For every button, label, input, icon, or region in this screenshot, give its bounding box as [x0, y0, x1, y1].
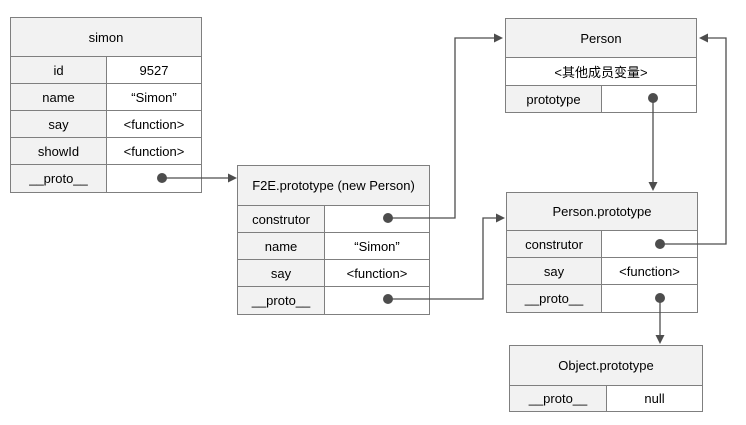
field-key-name: name: [11, 84, 107, 110]
table-person-prototype: Person.prototype construtor say <functio…: [506, 192, 698, 313]
row-member-vars: <其他成员变量>: [506, 58, 696, 86]
row-name: name “Simon”: [238, 233, 429, 260]
arrowhead-down-icon: [648, 182, 658, 191]
row-prototype: prototype: [506, 86, 696, 112]
field-value-proto-ref: [325, 287, 429, 314]
field-key-proto: __proto__: [510, 386, 607, 411]
arrowhead-right-icon: [494, 33, 503, 43]
table-simon: simon id 9527 name “Simon” say <function…: [10, 17, 202, 193]
row-construtor: construtor: [507, 231, 697, 258]
field-key-proto: __proto__: [507, 285, 602, 312]
arrowhead-down-icon: [655, 335, 665, 344]
member-vars-cell: <其他成员变量>: [506, 58, 696, 85]
field-key-proto: __proto__: [11, 165, 107, 192]
field-key-say: say: [238, 260, 325, 286]
arrowhead-right-icon: [496, 213, 505, 223]
field-key-showid: showId: [11, 138, 107, 164]
row-showid: showId <function>: [11, 138, 201, 165]
field-value-say: <function>: [107, 111, 201, 137]
field-key-prototype: prototype: [506, 86, 602, 112]
field-value-name: “Simon”: [325, 233, 429, 259]
row-proto: __proto__: [238, 287, 429, 314]
field-key-proto: __proto__: [238, 287, 325, 314]
row-say: say <function>: [11, 111, 201, 138]
row-proto: __proto__: [507, 285, 697, 312]
field-key-name: name: [238, 233, 325, 259]
row-say: say <function>: [238, 260, 429, 287]
arrowhead-right-icon: [228, 173, 237, 183]
field-key-construtor: construtor: [238, 206, 325, 232]
field-value-construtor-ref: [325, 206, 429, 232]
table-person-title: Person: [506, 19, 696, 58]
arrowhead-left-icon: [699, 33, 708, 43]
field-key-say: say: [11, 111, 107, 137]
row-name: name “Simon”: [11, 84, 201, 111]
table-person-prototype-title: Person.prototype: [507, 193, 697, 231]
field-key-say: say: [507, 258, 602, 284]
field-value-prototype-ref: [602, 86, 696, 112]
table-f2e-prototype: F2E.prototype (new Person) construtor na…: [237, 165, 430, 315]
field-value-name: “Simon”: [107, 84, 201, 110]
row-proto: __proto__: [11, 165, 201, 192]
row-construtor: construtor: [238, 206, 429, 233]
field-value-proto-ref: [602, 285, 697, 312]
field-value-proto-ref: [107, 165, 201, 192]
field-value-id: 9527: [107, 57, 201, 83]
table-object-prototype-title: Object.prototype: [510, 346, 702, 386]
field-value-say: <function>: [325, 260, 429, 286]
table-person: Person <其他成员变量> prototype: [505, 18, 697, 113]
field-value-null: null: [607, 386, 702, 411]
field-key-construtor: construtor: [507, 231, 602, 257]
row-say: say <function>: [507, 258, 697, 285]
field-key-id: id: [11, 57, 107, 83]
row-id: id 9527: [11, 57, 201, 84]
field-value-showid: <function>: [107, 138, 201, 164]
field-value-say: <function>: [602, 258, 697, 284]
table-object-prototype: Object.prototype __proto__ null: [509, 345, 703, 412]
row-proto: __proto__ null: [510, 386, 702, 411]
table-simon-title: simon: [11, 18, 201, 57]
table-f2e-title: F2E.prototype (new Person): [238, 166, 429, 206]
field-value-construtor-ref: [602, 231, 697, 257]
